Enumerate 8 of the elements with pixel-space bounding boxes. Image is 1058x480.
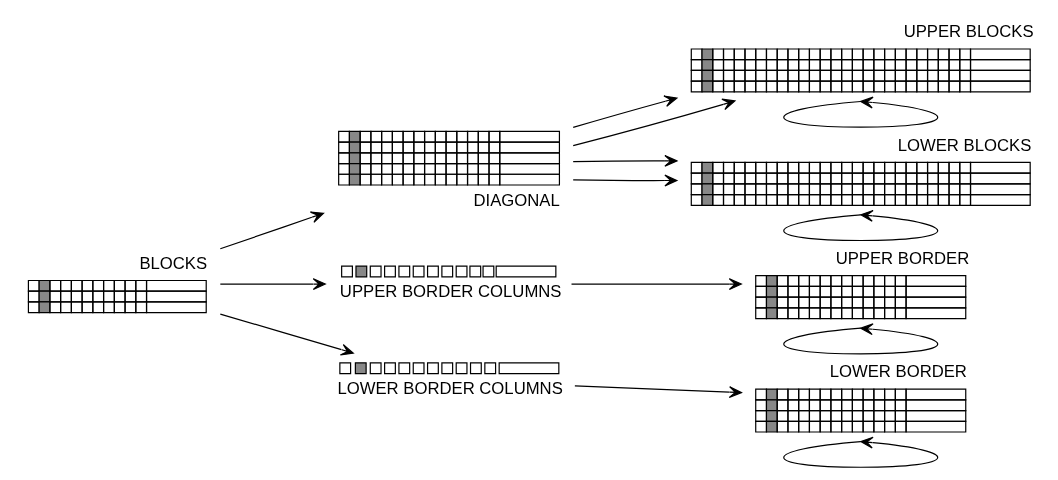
node-label: UPPER BORDER xyxy=(835,248,970,268)
node-label: UPPER BORDER COLUMNS xyxy=(339,281,562,301)
node-label: UPPER BLOCKS xyxy=(903,21,1034,41)
node-label: LOWER BORDER xyxy=(829,361,967,381)
node-label: BLOCKS xyxy=(139,253,208,273)
node-label: LOWER BLOCKS xyxy=(897,135,1032,155)
node-label: DIAGONAL xyxy=(473,190,560,210)
node-label: LOWER BORDER COLUMNS xyxy=(337,378,563,398)
